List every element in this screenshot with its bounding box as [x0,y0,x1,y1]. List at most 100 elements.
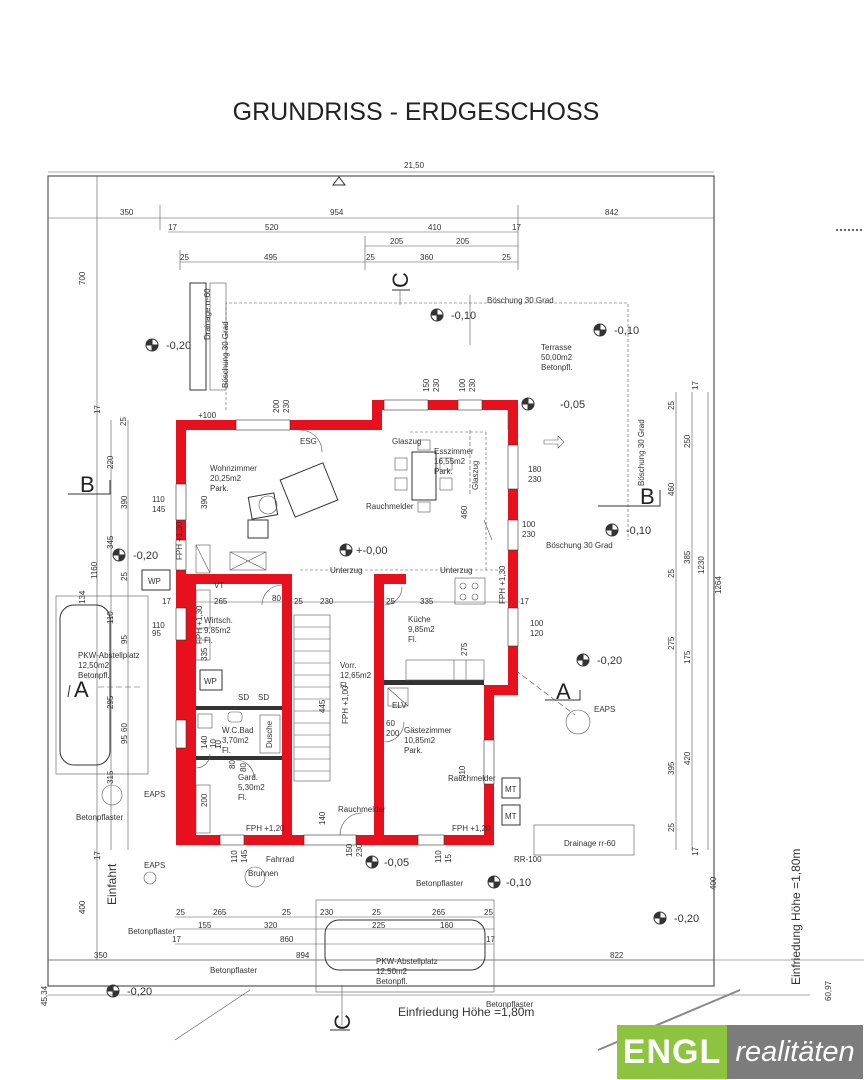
property-boundary [47,175,864,1051]
inner-dim: 17 [162,597,171,606]
dim-right-0: 17 [691,381,700,390]
room-area: 20,25m2 [210,474,242,483]
inner-dim: 200 [386,729,400,738]
inner-dim: 230 [522,530,536,539]
dim-top-4-4: 25 [502,253,511,262]
dim-right-14: 400 [709,876,718,890]
level-2: -0,20 [166,340,191,352]
dim-bot-1-4: 25 [372,908,381,917]
dim-bot-3-2: 17 [486,935,495,944]
dim-left-2: 25 [119,417,128,426]
inner-dim: 110 [230,850,239,863]
room-floor: Betonpfl. [541,363,573,372]
level-6: -0,20 [133,550,158,562]
label-fahrrad: Fahrrad [266,855,294,864]
dim-top-4-3: 360 [420,253,434,262]
label-betonpflaster-5: Betonpflaster [486,1000,533,1009]
label-wp-2: WP [204,677,217,686]
dim-left-8: 110 [106,611,115,624]
room-name: Vorr. [340,661,356,670]
label-fph-4: FPH +1,00 [341,685,350,724]
section-mark-b-right: B [640,484,655,509]
room-name: Küche [408,615,431,624]
dim-right-1: 25 [667,401,676,410]
logo-realitaeten: realitäten [727,1025,863,1079]
label-drainage-right: Drainage rr-60 [564,839,616,848]
room-floor: Park. [434,467,453,476]
label-fph-6: FPH +1,30 [175,521,184,560]
label-dusche: Dusche [265,720,274,748]
dim-top-2-3: 17 [512,223,521,232]
stairs [294,626,330,772]
inner-dim: 180 [528,465,542,474]
dim-bot-1-2: 25 [282,908,291,917]
dim-right-6: 1264 [714,576,723,594]
room-area: 5,30m2 [238,783,265,792]
inner-dim: 230 [432,378,441,392]
inner-dim: 110 [434,850,443,863]
inner-dim: 200 [272,399,281,413]
inner-dim: 17 [520,597,529,606]
room-name: Gästezimmer [404,726,452,735]
level-11: -0,20 [127,986,152,998]
inner-dim: 390 [200,495,209,509]
dim-right-9: 175 [683,650,692,664]
dim-overall: 21,50 [404,161,425,170]
inner-dim: 445 [318,699,327,713]
inner-dim: 110 [152,621,165,630]
dim-left-9: 134 [78,590,87,604]
level-marker-icon [593,323,607,337]
label-boeschung-bottom: Böschung 30 Grad [546,541,613,550]
level-3: -0,05 [560,399,585,411]
label-betonpflaster-3: Betonpflaster [210,966,257,975]
room-floor: Fl. [408,635,417,644]
label-rr: RR-100 [514,855,542,864]
dim-top-2-2: 410 [428,223,442,232]
level-7: -0,20 [597,655,622,667]
dim-left-1: 17 [93,405,102,414]
dim-bot-1-5: 265 [432,908,446,917]
dim-bot-4-2: 822 [610,951,624,960]
dim-top-1-0: 350 [120,208,134,217]
dim-top-3-0: 205 [390,237,404,246]
room-name: PKW-Abstellplatz [376,957,438,966]
section-mark-b-left: B [80,472,95,497]
room-name: Gard. [238,773,258,782]
dim-right-5: 1230 [697,556,706,574]
level-marker-icon [145,338,159,352]
room-area: 12,50m2 [78,661,110,670]
label-einfriedung-bottom: Einfriedung Höhe =1,80m [398,1005,534,1019]
room-name: W.C.Bad [222,726,254,735]
room-area: 16,55m2 [434,457,466,466]
label-boeschung-left: Böschung 30 Grad [221,321,230,388]
label-rauchmelder-1: Rauchmelder [366,502,414,511]
inner-dim: 230 [355,843,364,857]
annotations: Böschung 30 Grad Böschung 30 Grad Böschu… [76,288,803,1019]
label-einfahrt: Einfahrt [105,863,119,905]
inner-dim: 25 [294,597,303,606]
label-betonpflaster-4: Betonpflaster [416,879,463,888]
room-area: 3,70m2 [222,736,249,745]
inner-dim: 150 [345,843,354,857]
label-eaps-3: EAPS [144,861,165,870]
inner-dim: 230 [320,597,334,606]
inner-dim: 80 [272,594,281,603]
page-title: GRUNDRISS - ERDGESCHOSS [232,98,600,126]
label-vt: VT [214,581,224,590]
level-marker-icon [487,875,501,889]
inner-dim: 15 [444,854,453,863]
company-logo: ENGL realitäten [617,1025,863,1079]
label-elv: ELV [392,701,407,710]
room-gaestezimmer: Gästezimmer 10,85m2 Park. [404,726,452,755]
room-wohnzimmer: Wohnzimmer 20,25m2 Park. [210,464,257,493]
level-marker-icon [339,543,353,557]
inner-dim: 230 [468,378,477,392]
label-eaps-1: EAPS [594,705,615,714]
dim-bot-2-3: 160 [440,921,454,930]
inner-dim: 310 [458,765,467,779]
room-name: PKW-Abstellplatz [78,651,140,660]
room-floor: Betonpfl. [376,977,408,986]
room-floor: Fl. [340,681,349,690]
room-name: Wohnzimmer [210,464,257,473]
room-area: 10,85m2 [404,736,436,745]
